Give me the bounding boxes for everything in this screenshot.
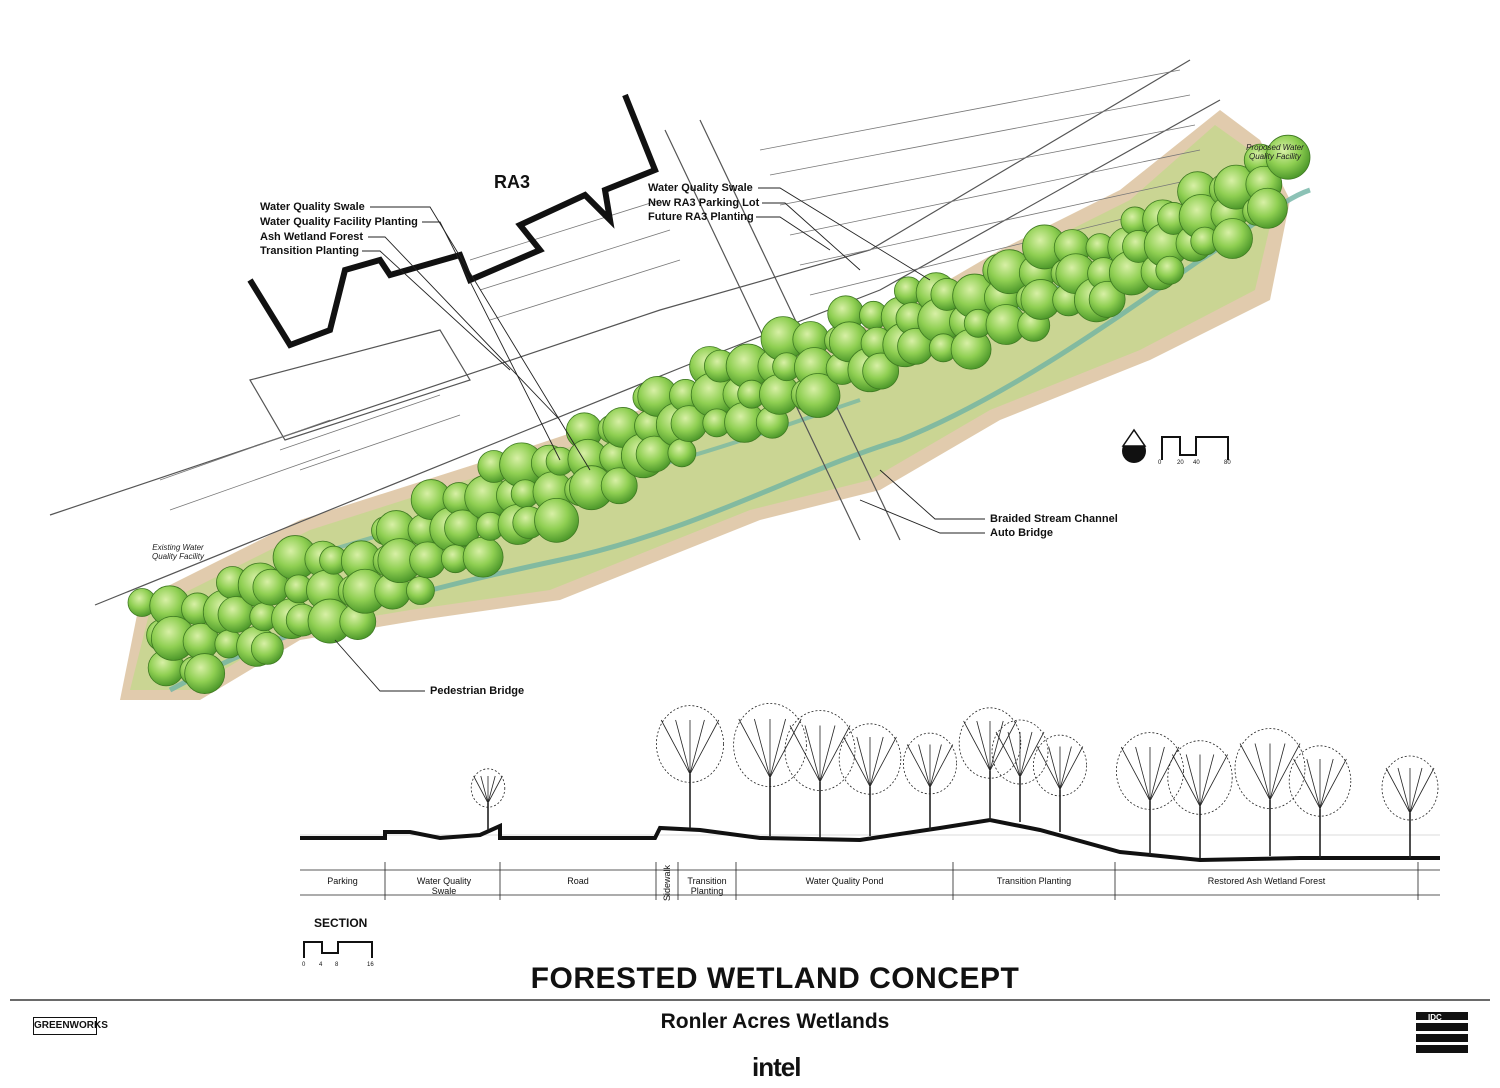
section-scale-tick-0: 0 <box>302 962 306 968</box>
intel-logo: intel <box>752 1052 801 1082</box>
section-tree <box>991 719 1049 822</box>
drawing-subtitle: Ronler Acres Wetlands <box>660 1010 890 1033</box>
plan-tree <box>406 576 435 605</box>
plan-scale-bar <box>1161 436 1229 460</box>
plan-scale-tick-80: 80 <box>1224 460 1231 466</box>
section-tree-sketches <box>470 703 1439 858</box>
section-tree <box>1033 734 1088 832</box>
plan-tree <box>1088 280 1126 318</box>
label-pedestrian-bridge: Pedestrian Bridge <box>430 685 525 697</box>
section-tree <box>838 723 902 836</box>
section-tree <box>1234 728 1306 856</box>
label-transition-planting: Transition Planting <box>260 245 360 257</box>
plan-tree <box>534 497 579 543</box>
zone-restored-ash-wetland-forest: Restored Ash Wetland Forest <box>1207 876 1326 886</box>
section-scale-bar <box>303 941 373 958</box>
label-proposed-facility: Proposed Water Quality Facility <box>1246 143 1304 161</box>
leader-lines <box>334 187 985 692</box>
label-braided-stream-channel: Braided Stream Channel <box>990 513 1118 525</box>
label-water-quality-facility-planting: Water Quality Facility Planting <box>260 216 418 228</box>
section-tree <box>1381 755 1439 858</box>
section-zone-dividers <box>300 862 1440 900</box>
plan-tree <box>667 438 697 468</box>
plan-tree <box>600 467 638 505</box>
section-scale-tick-4: 4 <box>319 962 323 968</box>
section-tree <box>903 732 958 830</box>
section-tree <box>656 705 725 828</box>
ra3-building-outline <box>247 93 659 349</box>
label-new-ra3-parking-lot: New RA3 Parking Lot <box>648 197 760 209</box>
section-label: SECTION <box>314 916 368 930</box>
zone-sidewalk: Sidewalk <box>662 864 672 902</box>
zone-water-quality-swale: Water Quality Swale <box>416 876 472 896</box>
plan-tree <box>462 536 504 578</box>
section-tree <box>733 703 807 836</box>
plan-scale-tick-40: 40 <box>1193 460 1200 466</box>
plan-tree-canopy <box>127 134 1311 694</box>
north-arrow-icon <box>1121 428 1147 463</box>
plan-tree <box>184 653 226 694</box>
plan-tree <box>795 373 841 418</box>
label-water-quality-swale-left: Water Quality Swale <box>260 201 365 213</box>
plan-tree <box>1212 218 1253 259</box>
plan-tree <box>1265 134 1311 180</box>
idc-logo <box>1416 1012 1468 1053</box>
greenworks-logo: GREENWORKS <box>33 1017 108 1035</box>
plan-scale-tick-0: 0 <box>1158 460 1162 466</box>
label-water-quality-swale-right: Water Quality Swale <box>648 182 753 194</box>
plan-tree <box>1155 255 1185 285</box>
zone-parking: Parking <box>327 876 358 886</box>
label-existing-facility: Existing Water Quality Facility <box>151 543 204 561</box>
section-scale-tick-16: 16 <box>367 962 374 968</box>
section-tree <box>784 710 856 838</box>
label-future-ra3-planting: Future RA3 Planting <box>648 211 754 223</box>
idc-logo-text: IDC <box>1428 1013 1442 1022</box>
plan-scale-tick-20: 20 <box>1177 460 1184 466</box>
section-tree <box>1116 732 1185 855</box>
zone-transition-planting-2: Transition Planting <box>996 876 1072 886</box>
plan-tree <box>862 352 900 390</box>
drawing-title: FORESTED WETLAND CONCEPT <box>530 962 1020 995</box>
section-tree <box>958 707 1022 820</box>
plan-tree <box>1247 187 1288 229</box>
section-tree <box>470 768 506 830</box>
zone-water-quality-pond: Water Quality Pond <box>805 876 884 886</box>
zone-road: Road <box>567 876 589 886</box>
section-tree <box>1167 740 1233 858</box>
zone-transition-planting-1: Transition Planting <box>687 876 727 896</box>
parking-lots <box>159 69 1201 511</box>
section-scale-tick-8: 8 <box>335 962 339 968</box>
label-ash-wetland-forest: Ash Wetland Forest <box>260 231 364 243</box>
section-tree <box>1288 745 1352 858</box>
building-label: RA3 <box>494 172 531 192</box>
label-auto-bridge: Auto Bridge <box>990 527 1053 539</box>
plan-tree <box>250 632 284 665</box>
